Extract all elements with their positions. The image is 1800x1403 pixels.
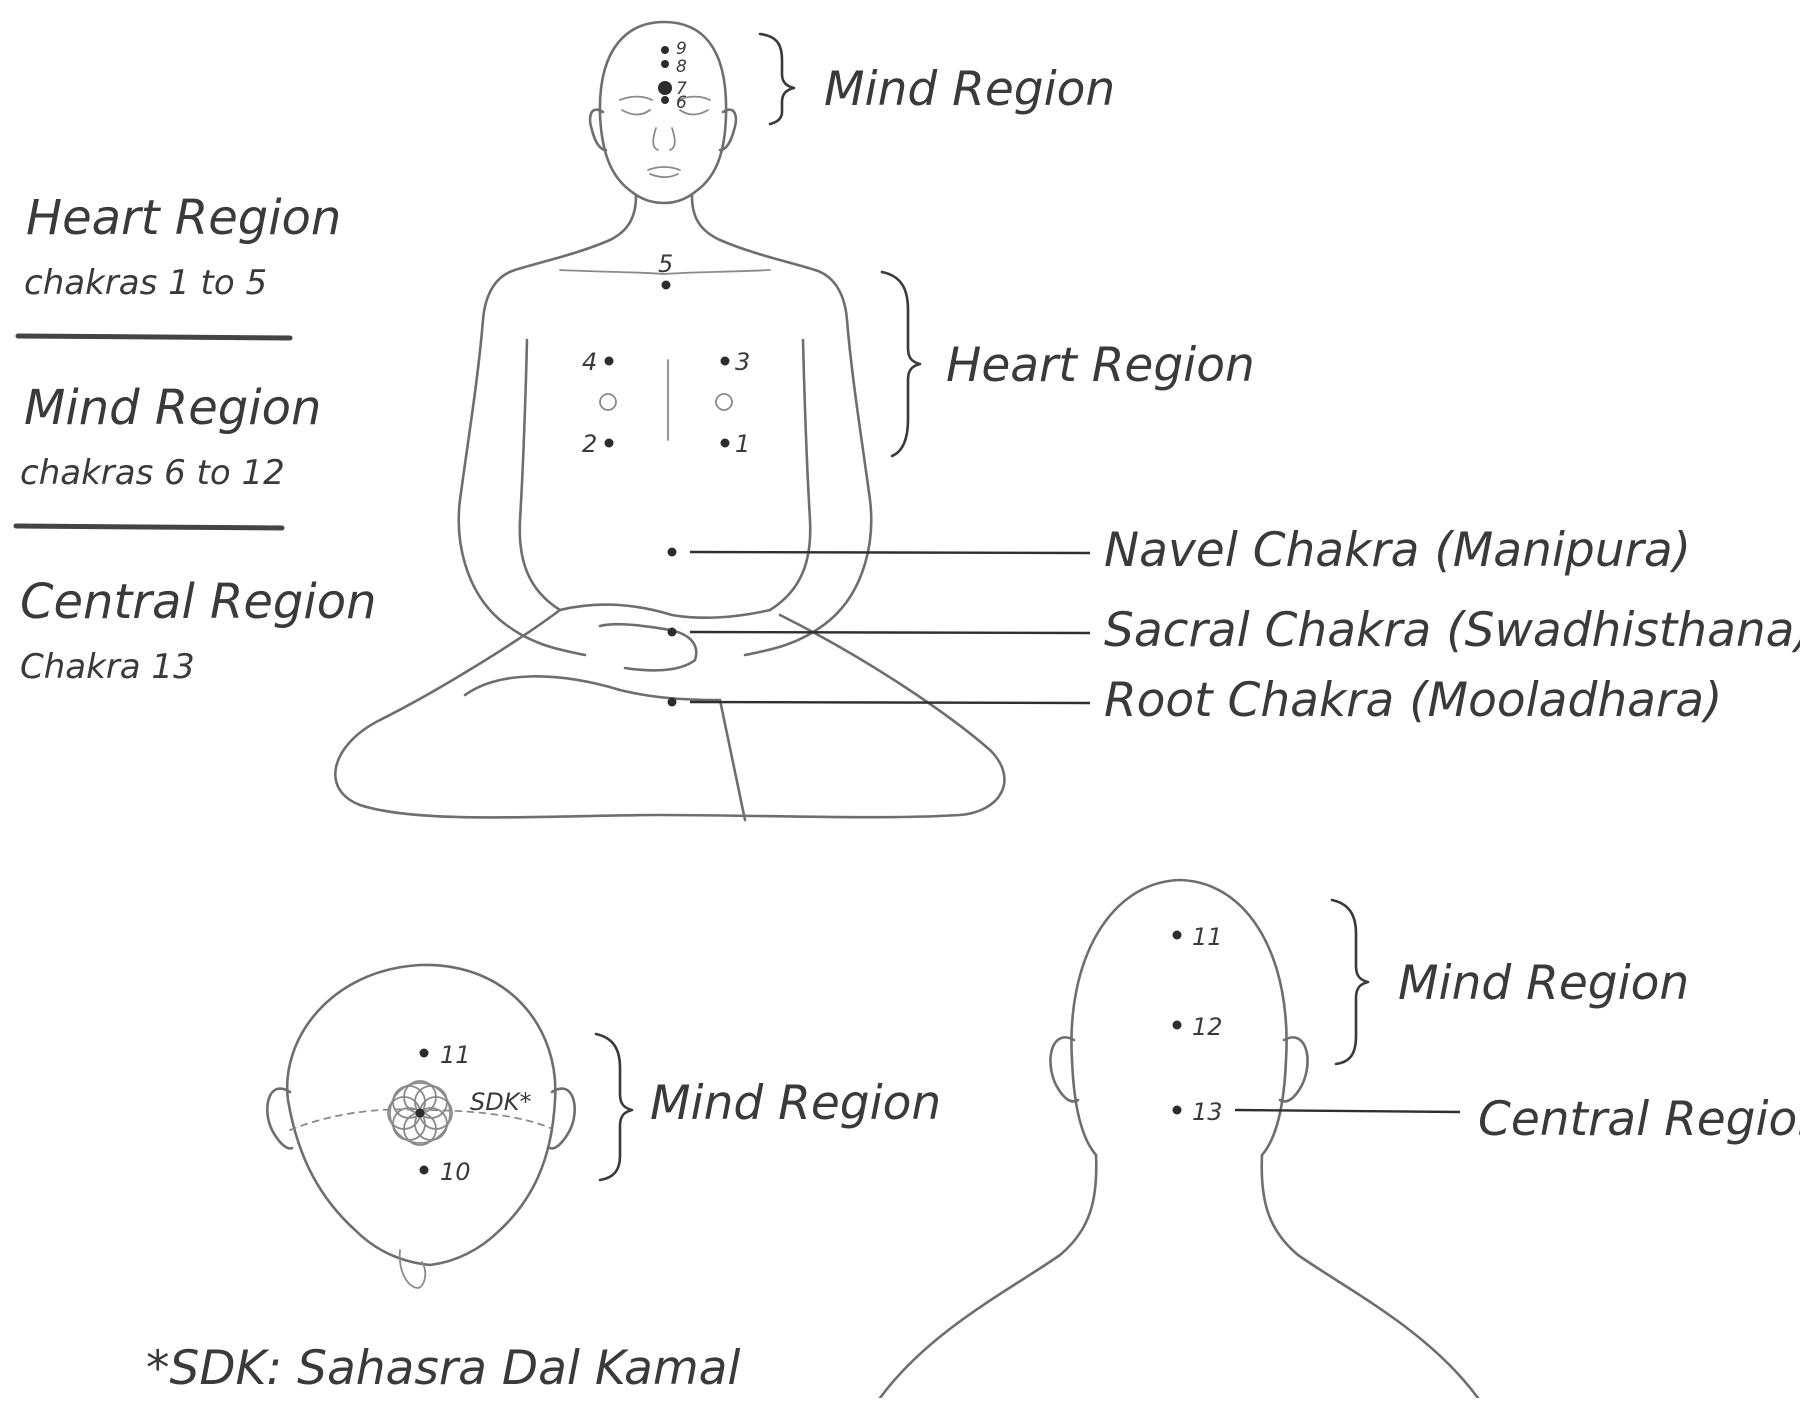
back-chakra-13-label: 13	[1192, 1098, 1223, 1126]
legend-mind-title: Mind Region	[24, 380, 321, 436]
figure-hands	[558, 603, 772, 672]
chakra-6-label: 6	[676, 93, 687, 113]
mind-bracket-top-head	[594, 1032, 634, 1182]
back-head-central-region-label: Central Region	[1478, 1092, 1800, 1147]
figure-head-outline	[598, 20, 728, 205]
figure-left-arm-inner	[518, 338, 562, 612]
top-head-mind-region-label: Mind Region	[650, 1076, 941, 1131]
chakra-5-dot	[661, 280, 671, 290]
legend-heart-title: Heart Region	[26, 190, 341, 246]
central-leader-line	[1234, 1108, 1461, 1114]
back-head-right-ear	[1278, 1036, 1309, 1103]
main-labels: Mind Region Heart Region Navel Chakra (M…	[824, 62, 1800, 728]
mind-bracket-main	[758, 32, 796, 126]
main-mind-region-label: Mind Region	[824, 62, 1115, 117]
legend: Heart Region chakras 1 to 5 Mind Region …	[13, 190, 377, 687]
root-chakra-label: Root Chakra (Mooladhara)	[1104, 673, 1722, 728]
main-heart-region-label: Heart Region	[946, 338, 1255, 393]
chakra-9-dot	[661, 46, 669, 54]
top-head-left-ear	[266, 1087, 294, 1150]
chakra-6-dot	[661, 96, 669, 104]
figure-neck	[608, 194, 722, 242]
sdk-flower-icon	[387, 1080, 453, 1146]
figure-right-ear	[718, 108, 738, 152]
figure-right-eye	[679, 109, 709, 116]
seated-figure	[334, 20, 1006, 822]
heart-bracket-main	[880, 270, 922, 458]
navel-leader-line	[689, 550, 1091, 555]
legend-mind-sub: chakras 6 to 12	[20, 453, 285, 493]
chakra-8-dot	[661, 60, 669, 68]
sacral-leader-line	[689, 630, 1091, 635]
chakra-4-label: 4	[582, 348, 597, 376]
chakra-4-dot	[604, 356, 614, 366]
back-head-neck-shoulders	[878, 1153, 1480, 1400]
chakra-2-dot	[604, 438, 614, 448]
top-chakra-10-dot	[419, 1165, 429, 1175]
top-chakra-11-dot	[419, 1048, 429, 1058]
sacral-chakra-dot	[667, 627, 677, 637]
figure-left-eye	[621, 109, 651, 116]
back-chakra-12-label: 12	[1192, 1013, 1223, 1041]
back-head-view: 11 12 13	[878, 878, 1480, 1400]
back-chakra-12-dot	[1172, 1020, 1182, 1030]
figure-left-brow	[619, 95, 653, 101]
figure-left-ear	[588, 108, 608, 152]
figure-collar	[559, 269, 771, 275]
top-chakra-10-label: 10	[440, 1158, 471, 1186]
legend-central-sub: Chakra 13	[20, 647, 195, 687]
figure-torso	[457, 238, 873, 657]
figure-mouth	[647, 166, 681, 178]
chakra-3-dot	[720, 356, 730, 366]
chakra-2-label: 2	[582, 430, 597, 458]
chakra-1-label: 1	[735, 430, 750, 458]
main-leader-lines	[689, 550, 1091, 705]
top-head-view: 11 10 SDK*	[266, 963, 576, 1289]
legend-heart-sub: chakras 1 to 5	[24, 263, 267, 303]
chakra-5-label: 5	[658, 250, 673, 278]
back-chakra-11-dot	[1172, 930, 1182, 940]
sacral-chakra-label: Sacral Chakra (Swadhisthana)	[1104, 603, 1800, 658]
main-chakra-points: 9 8 7 6 5 4 3 2 1	[582, 39, 750, 707]
figure-right-arm-inner	[768, 338, 812, 612]
figure-right-nipple	[715, 393, 733, 411]
sdk-label: SDK*	[470, 1088, 531, 1116]
top-chakra-11-label: 11	[440, 1041, 471, 1069]
top-head-nose	[398, 1249, 427, 1289]
back-head-left-side	[1070, 1058, 1098, 1157]
chakra-7-dot	[658, 81, 672, 95]
figure-right-brow	[677, 95, 711, 101]
chakra-9-label: 9	[676, 39, 687, 59]
chakra-8-label: 8	[676, 57, 687, 77]
figure-left-nipple	[599, 393, 617, 411]
legend-divider-1	[15, 333, 293, 341]
top-head-right-ear	[548, 1087, 576, 1150]
chakra-7-label: 7	[676, 79, 687, 99]
mind-bracket-back-head	[1330, 898, 1370, 1066]
figure-legs	[334, 608, 1006, 822]
navel-chakra-label: Navel Chakra (Manipura)	[1104, 523, 1691, 578]
back-head-left-ear	[1049, 1036, 1080, 1103]
navel-chakra-dot	[667, 547, 677, 557]
legend-divider-2	[13, 523, 285, 531]
back-head-mind-region-label: Mind Region	[1398, 956, 1689, 1011]
sdk-footnote: *SDK: Sahasra Dal Kamal	[146, 1341, 740, 1396]
root-chakra-dot	[667, 697, 677, 707]
chakra-3-label: 3	[735, 348, 750, 376]
legend-central-title: Central Region	[20, 574, 377, 630]
figure-nose	[652, 127, 676, 151]
back-chakra-13-dot	[1172, 1105, 1182, 1115]
root-leader-line	[689, 700, 1091, 705]
chakra-1-dot	[720, 438, 730, 448]
top-head-outline	[285, 963, 557, 1267]
back-chakra-11-label: 11	[1192, 923, 1223, 951]
